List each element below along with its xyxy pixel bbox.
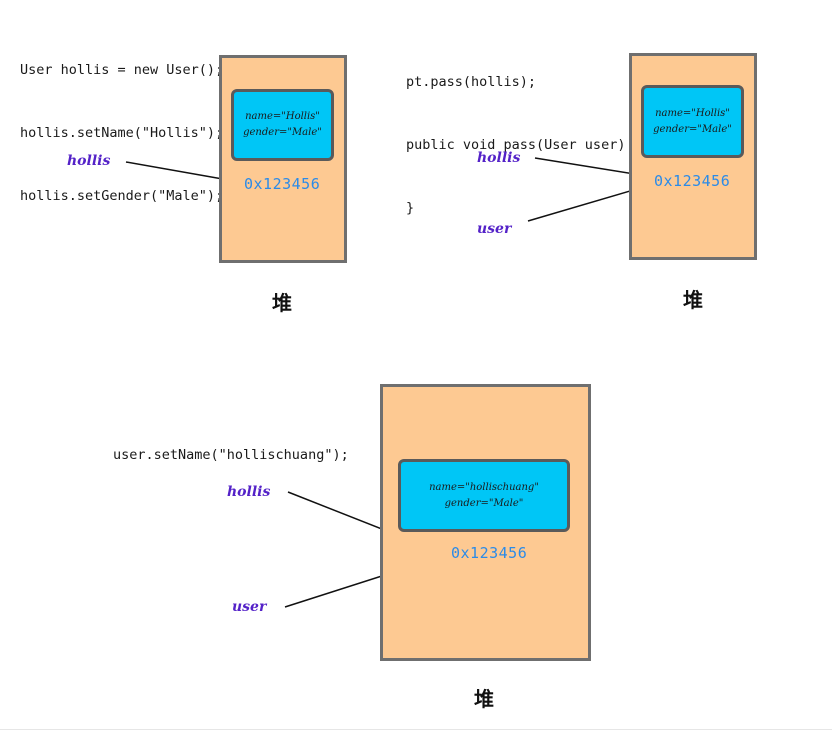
code-block-2: pt.pass(hollis); public void pass(User u… xyxy=(406,30,642,261)
bottom-divider xyxy=(0,729,832,730)
object-address: 0x123456 xyxy=(451,544,528,562)
code-line: hollis.setName("Hollis"); xyxy=(20,125,224,141)
object-address: 0x123456 xyxy=(244,175,321,193)
variable-user: user xyxy=(477,221,512,237)
code-line: user.setName("hollischuang"); xyxy=(113,447,349,463)
object-name-field: name="Hollis" xyxy=(245,111,320,122)
object-box-2: name="Hollis" gender="Male" xyxy=(641,85,744,158)
code-line: hollis.setGender("Male"); xyxy=(20,188,224,204)
heap-label: 堆 xyxy=(272,291,292,315)
arrow-hollis-panel1 xyxy=(125,161,234,181)
code-line: } xyxy=(406,200,415,216)
object-name-field: name="hollischuang" xyxy=(429,481,539,493)
object-name-field: name="Hollis" xyxy=(655,107,730,119)
variable-hollis: hollis xyxy=(227,484,271,500)
arrow-user-panel2 xyxy=(527,186,647,222)
object-gender-field: gender="Male" xyxy=(653,123,732,135)
object-box-1: name="Hollis" gender="Male" xyxy=(231,89,334,161)
heap-label: 堆 xyxy=(474,687,494,711)
code-line: User hollis = new User(); xyxy=(20,62,224,78)
object-address: 0x123456 xyxy=(654,172,731,190)
object-box-3: name="hollischuang" gender="Male" xyxy=(398,459,570,532)
code-line: pt.pass(hollis); xyxy=(406,74,537,90)
heap-label: 堆 xyxy=(683,288,703,312)
code-block-1: User hollis = new User(); hollis.setName… xyxy=(20,18,223,249)
object-gender-field: gender="Male" xyxy=(243,127,322,138)
code-block-3: user.setName("hollischuang"); xyxy=(113,403,349,508)
arrow-hollis-panel2 xyxy=(534,157,647,176)
code-line: public void pass(User user) { xyxy=(406,137,642,153)
variable-hollis: hollis xyxy=(67,153,111,169)
object-gender-field: gender="Male" xyxy=(444,497,524,509)
variable-hollis: hollis xyxy=(477,150,521,166)
variable-user: user xyxy=(232,599,267,615)
